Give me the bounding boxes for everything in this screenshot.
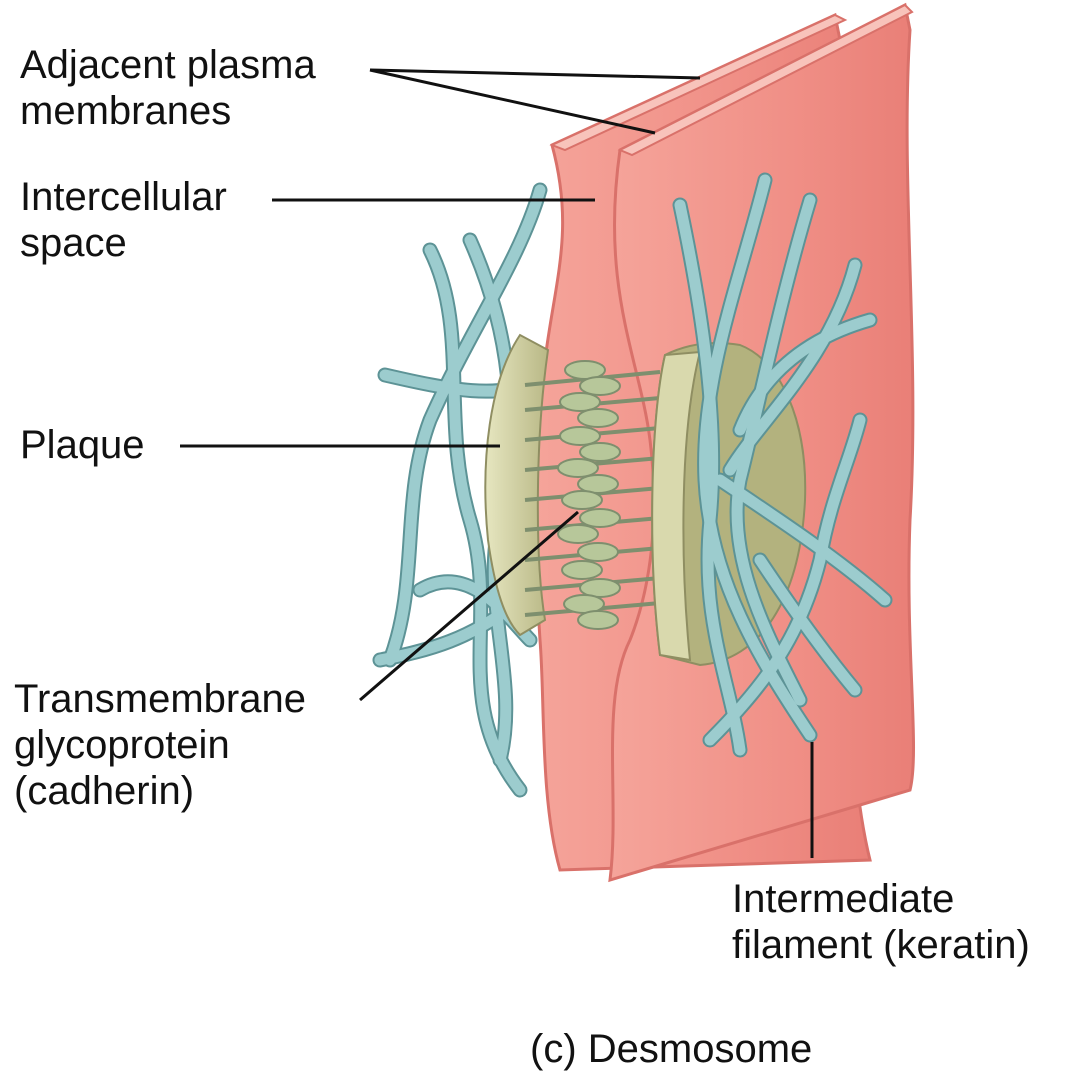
label-intermediate-filament: Intermediate filament (keratin) [732,877,1030,967]
leader-membranes-b [369,68,656,135]
label-transmembrane-glycoprotein: Transmembrane glycoprotein (cadherin) [14,677,306,813]
label-plaque: Plaque [20,423,145,467]
cadherin-group [524,360,661,630]
leader-cadherin [359,510,579,702]
filament-group-right [672,172,893,758]
figure-caption: (c) Desmosome [530,1027,813,1071]
label-intercellular-space: Intercellular space [20,175,227,265]
leader-lines [180,68,814,858]
leader-membranes-a [369,68,701,80]
label-adjacent-plasma-membranes: Adjacent plasma membranes [20,43,316,133]
